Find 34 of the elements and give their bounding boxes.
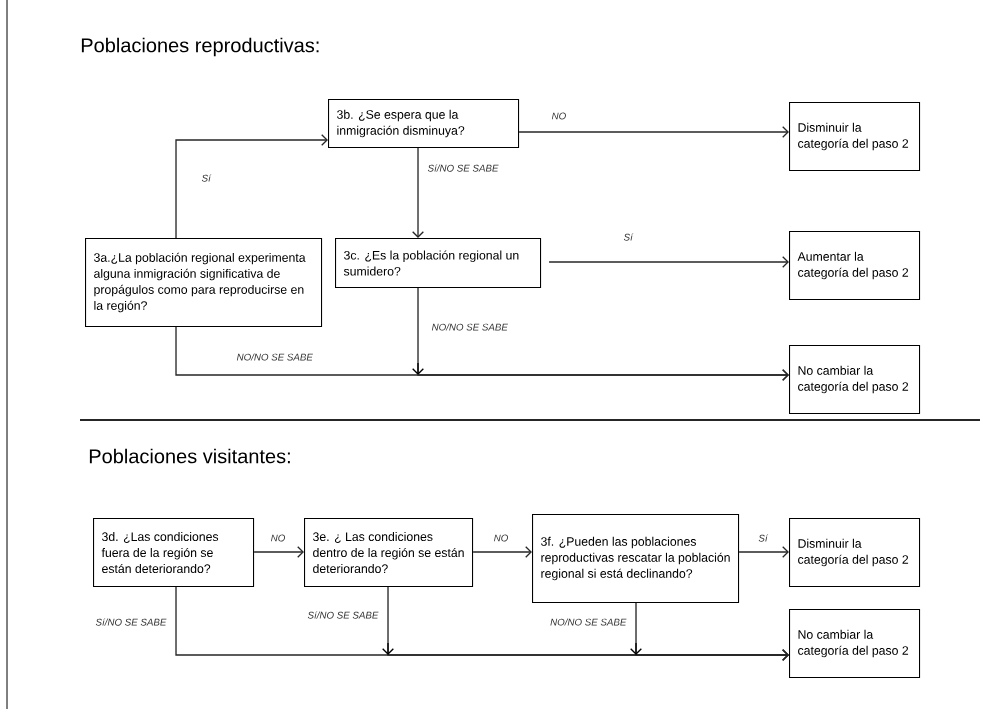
edge-label: Sí (200, 173, 213, 183)
arrow (175, 134, 328, 239)
arrow (518, 126, 789, 138)
edge-label: NO/NO SE SABE (430, 322, 510, 332)
process-box: 3c. ¿Es la población regional un sumidero? (335, 238, 542, 289)
process-box: 3e. ¿ Las condiciones dentro de la región se están deteriorando? (304, 518, 474, 588)
process-box: 3b. ¿Se espera que la inmigración disminuya? (328, 99, 520, 149)
arrow (472, 546, 532, 558)
arrow (175, 326, 789, 381)
process-box: No cambiar la categoría del paso 2 (789, 609, 921, 679)
process-box: 3f. ¿Pueden las poblaciones reproductivas rescatar la población regional si está declinando? (532, 514, 740, 604)
arrow (548, 256, 789, 268)
process-box: 3a.¿La población regional experimenta alguna inmigración significativa de propágulos como para reproducirse en la región? (85, 238, 323, 328)
edge-label: NO (492, 533, 510, 543)
process-box: No cambiar la categoría del paso 2 (789, 345, 921, 415)
edge-label: NO (550, 111, 568, 121)
edge-label: Sí/NO SE SABE (306, 610, 380, 620)
edge-label: NO (269, 533, 287, 543)
process-box: Disminuir la categoría del paso 2 (789, 518, 921, 588)
edge-label: Sí/NO SE SABE (94, 617, 168, 627)
section-heading: Poblaciones reproductivas: (81, 37, 319, 57)
edge-label: Sí/NO SE SABE (426, 163, 500, 173)
process-box: Aumentar la categoría del paso 2 (789, 231, 921, 301)
edge-label: NO/NO SE SABE (548, 617, 628, 627)
process-box: 3d. ¿Las condiciones fuera de la región se están deteriorando? (93, 518, 255, 588)
edge-label: NO/NO SE SABE (235, 352, 315, 362)
arrow (412, 147, 424, 238)
section-heading: Poblaciones visitantes: (89, 448, 290, 464)
edge-label: Sí (622, 232, 635, 242)
arrow (738, 546, 789, 558)
arrow (253, 546, 304, 558)
arrow (630, 602, 789, 661)
edge-label: Sí (757, 533, 769, 543)
process-box: Disminuir la categoría del paso 2 (789, 102, 921, 172)
